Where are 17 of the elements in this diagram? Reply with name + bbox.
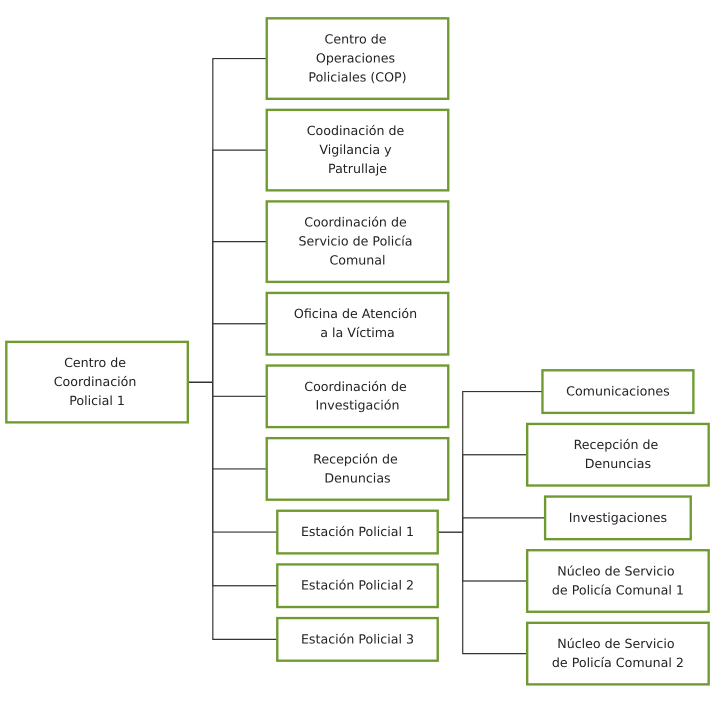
node-box: Núcleo de Servicio de Policía Comunal 2	[526, 621, 710, 686]
connector	[438, 531, 528, 654]
node-box: Coodinación de Vigilancia y Patrullaje	[266, 108, 450, 192]
node-box: Investigaciones	[544, 495, 692, 540]
node-box: Recepción de Denuncias	[266, 436, 450, 501]
node-box: Centro de Coordinación Policial 1	[5, 340, 190, 424]
connector	[188, 381, 278, 640]
node-box: Recepción de Denuncias	[526, 422, 710, 486]
node-box: Centro de Operaciones Policiales (COP)	[266, 16, 450, 100]
node-box: Estación Policial 2	[276, 562, 439, 608]
node-box: Oficina de Atención a la Víctima	[266, 291, 450, 356]
node-box: Coordinación de Investigación	[266, 364, 450, 428]
node-box: Núcleo de Servicio de Policía Comunal 1	[526, 548, 710, 613]
node-box: Comunicaciones	[541, 368, 695, 414]
node-box: Estación Policial 3	[276, 616, 439, 662]
node-box: Coordinación de Servicio de Policía Comunal	[266, 200, 450, 283]
node-box: Estación Policial 1	[276, 509, 439, 554]
